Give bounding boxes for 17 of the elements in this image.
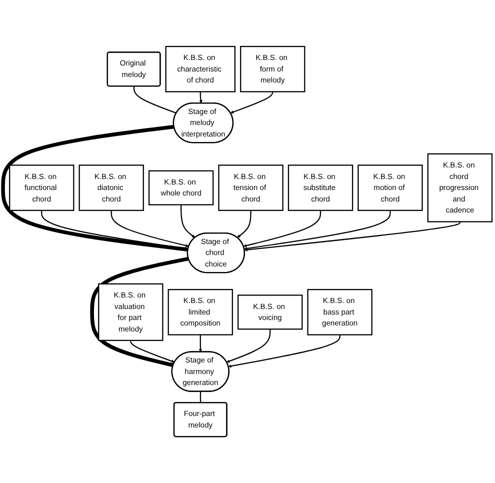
arrow <box>130 340 175 363</box>
arrow <box>230 92 274 114</box>
connector <box>133 86 176 114</box>
arrow <box>41 210 188 250</box>
arrow <box>198 334 202 352</box>
arrow <box>237 210 252 238</box>
connector <box>200 391 202 403</box>
arrow <box>243 210 322 248</box>
arrow <box>226 329 271 363</box>
connector <box>1 124 188 252</box>
connector <box>90 256 189 368</box>
arrow <box>110 210 189 248</box>
arrow <box>180 204 196 238</box>
arrow <box>244 222 460 252</box>
arrow <box>244 210 391 250</box>
arrow <box>228 334 340 368</box>
arrow <box>199 92 202 104</box>
